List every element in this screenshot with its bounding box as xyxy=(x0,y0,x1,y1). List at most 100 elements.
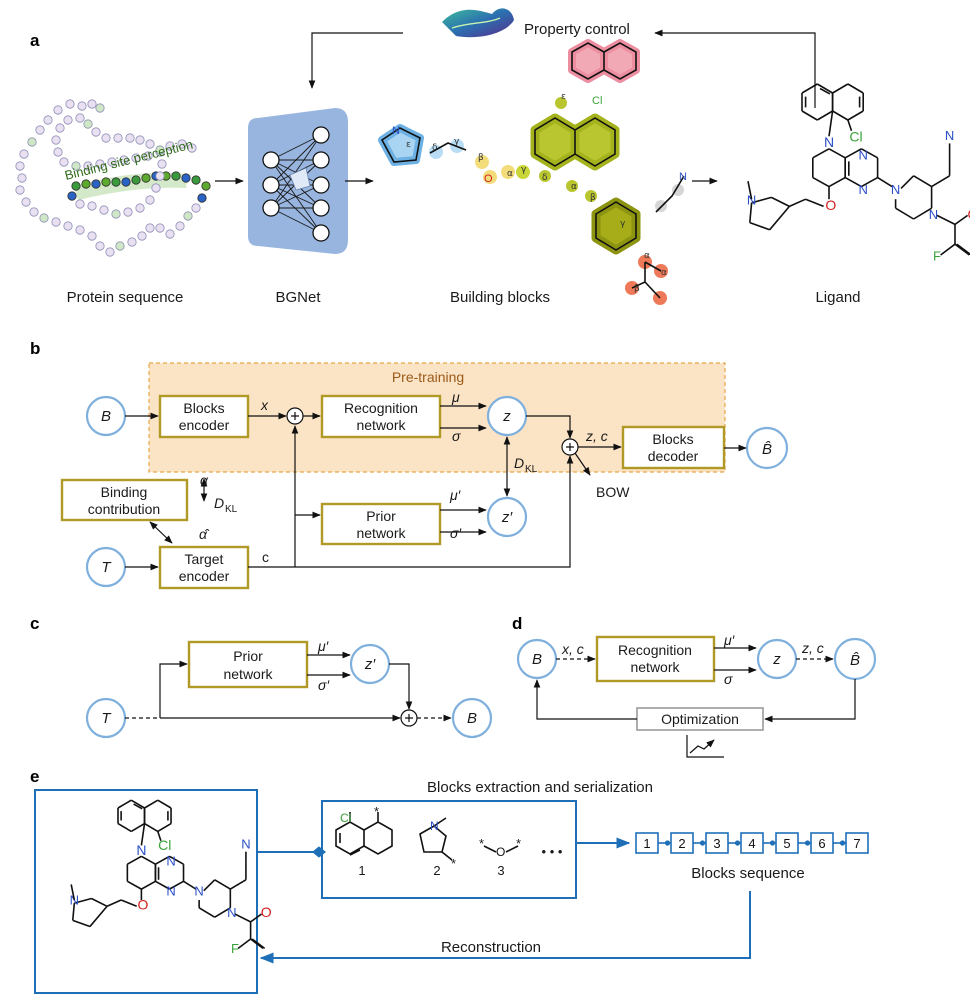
greek-label: γ xyxy=(521,165,527,175)
node-b-hat xyxy=(745,426,789,470)
blocks-encoder-line2: encoder xyxy=(179,417,230,433)
atom-label: O xyxy=(825,197,836,213)
edge-zc-d: z, c xyxy=(801,640,824,656)
fragment-3-number: 3 xyxy=(497,863,504,878)
panel-a: a Property control Binding site percepti… xyxy=(15,8,970,306)
blocks-decoder-line1: Blocks xyxy=(652,431,693,447)
node-t-text: T xyxy=(101,559,112,576)
node-z-d-text: z xyxy=(772,651,781,668)
building-blocks-label: Building blocks xyxy=(450,289,550,306)
bgnet-network-icon xyxy=(248,108,348,254)
panel-c-edges xyxy=(125,651,452,722)
target-encoder-line2: encoder xyxy=(179,568,230,584)
bgnet-label: BGNet xyxy=(275,289,321,306)
arrow-to-bgnet xyxy=(308,32,403,89)
atom-label: N xyxy=(945,128,954,143)
node-b-c-text: B xyxy=(467,710,477,727)
sequence-block-number: 6 xyxy=(818,836,825,851)
sequence-block-number: 5 xyxy=(783,836,790,851)
panel-e-label: e xyxy=(30,767,39,786)
greek-label: α xyxy=(644,251,650,261)
fragment-n: N xyxy=(430,819,439,833)
atom-label: O xyxy=(138,896,149,912)
edge-dkl-sub-2: KL xyxy=(225,504,238,515)
atom-n-1: N xyxy=(392,125,400,137)
panel-d: d B Recognition network z B̂ Optimizatio… xyxy=(512,614,877,758)
panel-c: c Prior network T z′ B μ′ σ′ xyxy=(30,614,493,739)
greek-label: ε xyxy=(406,140,411,150)
edge-sigma: σ xyxy=(452,428,461,444)
edge-sigma-prime: σ′ xyxy=(450,525,462,541)
arrow-reconstruction xyxy=(259,891,751,964)
panel-a-label: a xyxy=(30,31,40,50)
atom-o-1: O xyxy=(484,173,493,185)
sequence-link-dot xyxy=(839,840,846,846)
binding-contribution-line1: Binding xyxy=(101,484,148,500)
plus-icon xyxy=(405,714,413,722)
prior-network-box xyxy=(320,502,442,546)
landscape-icon xyxy=(442,8,514,38)
edge-dkl: D xyxy=(514,455,524,471)
edge-mu: μ xyxy=(451,389,460,405)
node-b-text: B xyxy=(101,408,111,425)
blocks-decoder-line2: decoder xyxy=(648,448,699,464)
bow-label: BOW xyxy=(596,484,630,500)
atom-label: N xyxy=(136,842,146,858)
optimization-label: Optimization xyxy=(661,711,739,727)
greek-label: β xyxy=(478,153,484,163)
atom-label: N xyxy=(194,883,203,898)
panel-b: b Pre-training B Blocks encoder Recognit… xyxy=(30,339,789,590)
panel-b-label: b xyxy=(30,339,40,358)
edge-dkl-sub: KL xyxy=(525,464,538,475)
ligand-label: Ligand xyxy=(815,289,860,306)
recognition-d-line1: Recognition xyxy=(618,642,692,658)
prior-network-box-c xyxy=(187,640,309,689)
prior-line1: Prior xyxy=(366,508,396,524)
atom-label: N xyxy=(859,148,868,163)
sequence-block-number: 2 xyxy=(678,836,685,851)
node-b-hat-d-text: B̂ xyxy=(850,652,860,669)
ellipsis: • • • xyxy=(542,844,563,859)
edge-mu-prime: μ′ xyxy=(449,487,462,503)
edge-alpha-hat: α̂ xyxy=(199,526,210,542)
prior-line2: network xyxy=(356,525,406,541)
greek-label: α xyxy=(661,268,667,278)
star-2: * xyxy=(451,856,456,871)
atom-label: F xyxy=(933,248,941,263)
panel-d-edges xyxy=(533,644,856,723)
sequence-block xyxy=(845,832,869,854)
target-encoder-line1: Target xyxy=(185,551,224,567)
greek-label: β xyxy=(590,193,596,203)
edge-dkl-2: D xyxy=(214,495,224,511)
atom-label: N xyxy=(824,134,834,150)
edge-alpha: α xyxy=(200,472,209,488)
greek-label: α xyxy=(571,182,577,192)
node-b-hat-text: B̂ xyxy=(762,441,772,458)
greek-label: α xyxy=(507,169,513,179)
panel-b-edges xyxy=(125,402,747,571)
greek-label: δ xyxy=(542,173,548,183)
plus-icon xyxy=(566,443,574,451)
atom-label: N xyxy=(891,182,900,197)
pretraining-label: Pre-training xyxy=(392,369,464,385)
fragment-3-icon: O * * xyxy=(479,836,521,859)
sequence-link-dot xyxy=(699,840,706,846)
blocks-sequence-label: Blocks sequence xyxy=(691,865,804,882)
edge-xc-d: x, c xyxy=(561,641,584,657)
atom-n-2: N xyxy=(679,171,687,183)
sequence-link-dot xyxy=(734,840,741,846)
panel-d-label: d xyxy=(512,614,522,633)
fragment-2-number: 2 xyxy=(433,863,440,878)
ligand-box xyxy=(34,789,258,994)
fragment-1-icon: Cl * xyxy=(335,804,393,856)
greek-label: γ xyxy=(454,137,460,147)
sequence-block-number: 1 xyxy=(643,836,650,851)
star-1: * xyxy=(374,804,379,819)
node-z-prime-c-text: z′ xyxy=(364,656,377,673)
edge-sigma-d: σ xyxy=(724,671,733,687)
extraction-title: Blocks extraction and serialization xyxy=(427,779,653,796)
node-z-text: z xyxy=(502,408,511,425)
